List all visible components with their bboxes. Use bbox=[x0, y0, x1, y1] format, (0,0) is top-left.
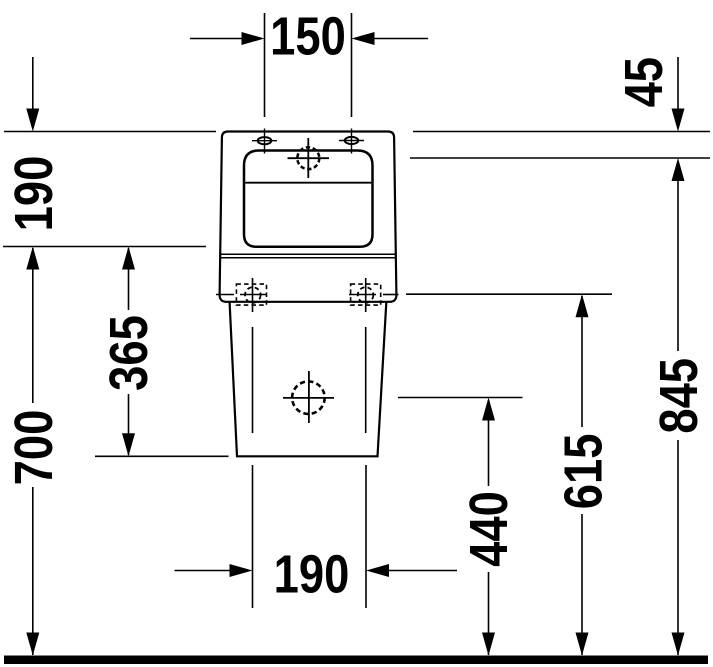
svg-text:440: 440 bbox=[458, 491, 519, 567]
svg-text:700: 700 bbox=[3, 410, 64, 486]
svg-text:150: 150 bbox=[270, 6, 346, 67]
svg-text:615: 615 bbox=[553, 434, 614, 510]
svg-text:45: 45 bbox=[613, 57, 674, 107]
svg-text:190: 190 bbox=[3, 156, 64, 232]
svg-text:845: 845 bbox=[648, 358, 709, 434]
svg-text:365: 365 bbox=[98, 315, 159, 391]
svg-text:190: 190 bbox=[274, 544, 350, 605]
